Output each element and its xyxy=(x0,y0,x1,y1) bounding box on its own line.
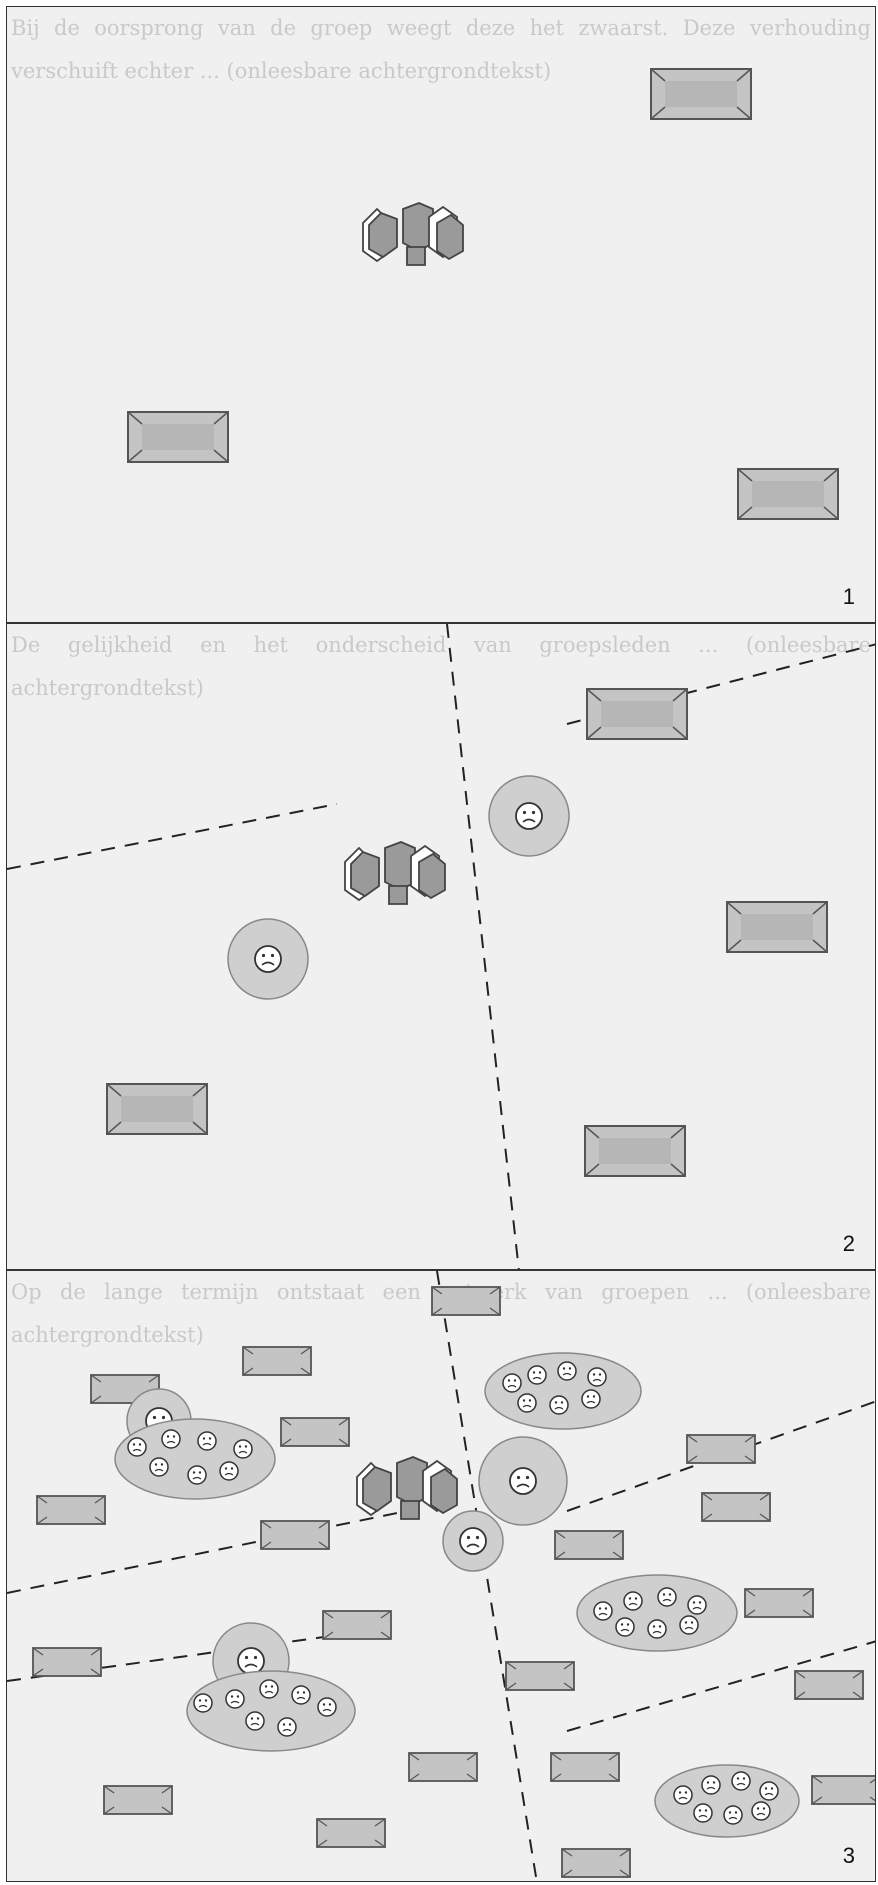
sad-face-icon xyxy=(162,1430,180,1448)
box xyxy=(432,1287,500,1315)
box xyxy=(812,1776,876,1804)
panel-2-drawing xyxy=(7,624,876,1270)
sad-face-icon xyxy=(238,1648,264,1674)
sad-face-icon xyxy=(594,1602,612,1620)
box xyxy=(107,1084,207,1134)
box xyxy=(409,1753,477,1781)
panel-3-drawing xyxy=(7,1271,876,1882)
sad-face-icon xyxy=(760,1782,778,1800)
sad-face-icon xyxy=(582,1390,600,1408)
sad-face-icon xyxy=(674,1786,692,1804)
panel-1: Bij de oorsprong van de groep weegt deze… xyxy=(6,6,876,623)
box xyxy=(317,1819,385,1847)
sad-face-icon xyxy=(246,1712,264,1730)
sad-face-icon xyxy=(528,1366,546,1384)
box xyxy=(281,1418,349,1446)
sad-face-icon xyxy=(518,1394,536,1412)
box xyxy=(551,1753,619,1781)
sad-face-icon xyxy=(680,1616,698,1634)
sad-face-icon xyxy=(128,1438,146,1456)
sad-face-icon xyxy=(702,1776,720,1794)
person-group-icon xyxy=(363,203,463,265)
box xyxy=(128,412,228,462)
box xyxy=(795,1671,863,1699)
sad-face-icon xyxy=(550,1396,568,1414)
box xyxy=(104,1786,172,1814)
crowd-cluster xyxy=(115,1419,275,1499)
sad-face-icon xyxy=(624,1592,642,1610)
sad-face-icon xyxy=(260,1680,278,1698)
panel-3: Op de lange termijn ontstaat een netwerk… xyxy=(6,1270,876,1882)
sad-face-icon xyxy=(724,1806,742,1824)
sad-face-icon xyxy=(198,1432,216,1450)
sad-face-icon xyxy=(194,1694,212,1712)
sad-face-icon xyxy=(658,1588,676,1606)
box xyxy=(323,1611,391,1639)
panel-2: De gelijkheid en het onderscheid van gro… xyxy=(6,623,876,1270)
sad-face-icon xyxy=(234,1440,252,1458)
box xyxy=(702,1493,770,1521)
sad-face-icon xyxy=(558,1362,576,1380)
box xyxy=(738,469,838,519)
sad-face-icon xyxy=(150,1458,168,1476)
box xyxy=(261,1521,329,1549)
sad-face-icon xyxy=(255,946,281,972)
box xyxy=(506,1662,574,1690)
panel-number: 3 xyxy=(843,1843,855,1869)
sad-face-icon xyxy=(292,1686,310,1704)
sad-face-icon xyxy=(616,1618,634,1636)
sad-face-icon xyxy=(516,803,542,829)
panel-1-drawing xyxy=(7,7,876,623)
sad-face-icon xyxy=(510,1468,536,1494)
sad-face-icon xyxy=(648,1620,666,1638)
box xyxy=(243,1347,311,1375)
panel-number: 2 xyxy=(843,1231,855,1257)
sad-face-icon xyxy=(688,1596,706,1614)
sad-face-icon xyxy=(226,1690,244,1708)
panel-number: 1 xyxy=(843,584,855,610)
person-group-icon xyxy=(345,842,445,904)
box xyxy=(33,1648,101,1676)
sad-face-icon xyxy=(503,1374,521,1392)
box xyxy=(585,1126,685,1176)
sad-face-icon xyxy=(318,1698,336,1716)
sad-face-icon xyxy=(752,1802,770,1820)
sad-face-icon xyxy=(694,1804,712,1822)
sad-face-icon xyxy=(732,1772,750,1790)
box xyxy=(555,1531,623,1559)
box xyxy=(37,1496,105,1524)
sad-face-icon xyxy=(220,1462,238,1480)
box xyxy=(687,1435,755,1463)
sad-face-icon xyxy=(460,1528,486,1554)
box xyxy=(745,1589,813,1617)
box xyxy=(727,902,827,952)
box xyxy=(651,69,751,119)
person-group-icon xyxy=(357,1457,457,1519)
sad-face-icon xyxy=(188,1466,206,1484)
sad-face-icon xyxy=(278,1718,296,1736)
sad-face-icon xyxy=(588,1368,606,1386)
box xyxy=(562,1849,630,1877)
box xyxy=(587,689,687,739)
